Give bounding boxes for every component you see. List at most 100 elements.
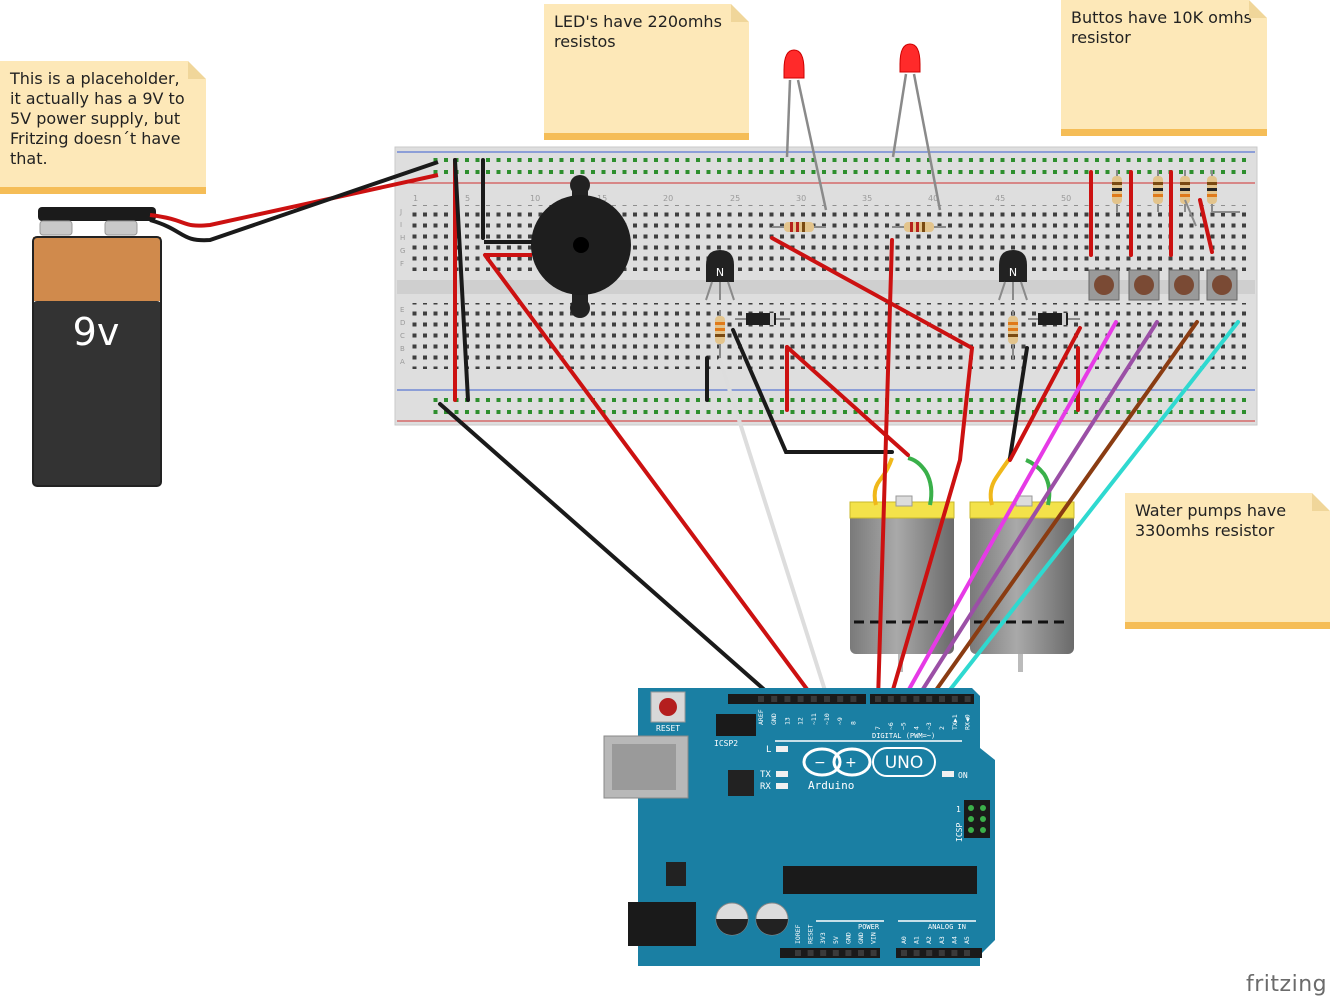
bb-col-50: 50 bbox=[1061, 194, 1071, 203]
battery-wire-red bbox=[149, 173, 439, 228]
digital-pin-label-2: 13 bbox=[783, 717, 791, 725]
power-pin-label-1: RESET bbox=[807, 924, 815, 944]
led-tx-label: TX bbox=[760, 770, 771, 780]
led-resistor-2 bbox=[892, 222, 946, 232]
uno-label: UNO bbox=[885, 753, 924, 773]
bb-row-c: C bbox=[400, 332, 405, 340]
bb-col-15: 15 bbox=[597, 194, 607, 203]
led-resistor-1 bbox=[772, 222, 826, 232]
digital-pin-label-13: 2 bbox=[938, 726, 946, 730]
analog-pin-label-1: A1 bbox=[913, 936, 921, 944]
on-label: ON bbox=[958, 771, 968, 780]
power-pin-label-socket-1 bbox=[807, 950, 814, 956]
fritzing-brand: fritzing bbox=[1246, 972, 1328, 997]
digital-pin-label-15: RX◀0 bbox=[964, 714, 972, 730]
bb-row-j: J bbox=[399, 208, 402, 216]
digital-pin-socket-15 bbox=[964, 696, 971, 702]
power-pin-label-6: VIN bbox=[870, 932, 878, 944]
note-led-resistors-text: LED's have 220omhs resistos bbox=[554, 12, 722, 51]
pump-resistor-2 bbox=[1008, 310, 1018, 360]
digital-pin-socket-13 bbox=[939, 696, 945, 702]
push-buttons bbox=[1088, 269, 1238, 301]
digital-pin-label-socket-7 bbox=[850, 696, 857, 702]
bb-col-30: 30 bbox=[796, 194, 806, 203]
power-pin-label-socket-3 bbox=[832, 950, 839, 956]
led-right bbox=[891, 43, 942, 211]
wires bbox=[438, 158, 1240, 702]
note-button-resistors-text: Buttos have 10K omhs resistor bbox=[1071, 8, 1253, 47]
bb-col-5: 5 bbox=[465, 194, 470, 203]
reset-label: RESET bbox=[656, 724, 680, 733]
icsp2-label: ICSP2 bbox=[714, 739, 738, 748]
analog-pin-socket-2 bbox=[926, 950, 933, 956]
bb-row-b: B bbox=[400, 345, 405, 353]
water-pump-1 bbox=[849, 456, 955, 672]
bb-col-10: 10 bbox=[530, 194, 540, 203]
note-pump-resistors: Water pumps have 330omhs resistor bbox=[1125, 493, 1330, 629]
svg-text:N: N bbox=[716, 266, 724, 279]
digital-pin-socket-8 bbox=[875, 696, 881, 702]
digital-pin-label-socket-6 bbox=[837, 696, 844, 702]
water-pump-2 bbox=[969, 456, 1075, 672]
bb-col-20: 20 bbox=[663, 194, 673, 203]
power-pin-label-socket-5 bbox=[858, 950, 864, 956]
digital-pin-socket-12 bbox=[926, 696, 933, 702]
analog-pin-socket-0 bbox=[901, 950, 907, 956]
note-pump-resistors-text: Water pumps have 330omhs resistor bbox=[1135, 501, 1287, 540]
power-pin-label-socket-4 bbox=[845, 950, 852, 956]
button-resistors bbox=[1112, 170, 1240, 227]
digital-pin-label-6: ~9 bbox=[836, 717, 844, 725]
bb-row-i: I bbox=[400, 221, 402, 229]
digital-pin-label-3: 12 bbox=[797, 717, 805, 725]
digital-pin-socket-9 bbox=[887, 696, 894, 702]
transistor-1: N bbox=[705, 250, 735, 301]
bb-col-40: 40 bbox=[928, 194, 938, 203]
bb-row-e: E bbox=[400, 306, 404, 314]
digital-label: DIGITAL (PWM=~) bbox=[872, 732, 935, 740]
icsp-label: ICSP bbox=[955, 823, 964, 842]
digital-pin-label-12: ~3 bbox=[925, 722, 933, 730]
note-power-supply-text: This is a placeholder, it actually has a… bbox=[10, 69, 185, 168]
bb-row-g: G bbox=[400, 247, 405, 255]
digital-pin-label-socket-2 bbox=[784, 696, 791, 702]
bb-row-f: F bbox=[400, 260, 404, 268]
led-left bbox=[783, 49, 828, 211]
digital-pin-label-1: GND bbox=[770, 713, 778, 725]
battery-label: 9v bbox=[73, 310, 120, 354]
analog-pin-label-2: A2 bbox=[925, 936, 933, 944]
svg-text:N: N bbox=[1009, 266, 1017, 279]
note-power-supply: This is a placeholder, it actually has a… bbox=[0, 61, 206, 194]
svg-text:+: + bbox=[845, 755, 857, 771]
diode-1 bbox=[735, 313, 790, 325]
power-label: POWER bbox=[858, 923, 880, 931]
piezo-buzzer bbox=[484, 175, 631, 318]
svg-text:1: 1 bbox=[956, 805, 961, 814]
diode-2 bbox=[1028, 313, 1080, 325]
svg-text:−: − bbox=[814, 755, 826, 771]
digital-pin-label-8: 7 bbox=[874, 726, 882, 730]
digital-pin-label-9: ~6 bbox=[887, 722, 895, 730]
digital-pin-label-socket-5 bbox=[824, 696, 830, 702]
power-pin-label-socket-6 bbox=[870, 950, 877, 956]
bb-row-h: H bbox=[400, 234, 405, 242]
analog-pin-label-5: A5 bbox=[963, 936, 971, 944]
digital-pin-label-socket-4 bbox=[810, 696, 817, 702]
led-l-label: L bbox=[766, 745, 771, 755]
digital-pin-label-14: TX▶1 bbox=[951, 714, 959, 730]
battery-wire-black bbox=[149, 160, 439, 243]
arduino-brand-label: Arduino bbox=[808, 779, 854, 792]
digital-pin-label-socket-0 bbox=[758, 696, 764, 702]
note-led-resistors: LED's have 220omhs resistos bbox=[544, 4, 749, 140]
bb-col-35: 35 bbox=[862, 194, 872, 203]
digital-pin-socket-10 bbox=[900, 696, 907, 702]
power-pin-label-4: GND bbox=[844, 932, 852, 944]
digital-pin-label-7: 8 bbox=[849, 721, 857, 725]
digital-pin-label-5: ~10 bbox=[823, 713, 831, 725]
digital-pin-socket-11 bbox=[913, 696, 920, 702]
power-pin-label-0: IOREF bbox=[794, 924, 802, 944]
power-pin-label-5: GND bbox=[857, 932, 865, 944]
bb-row-a: A bbox=[400, 358, 405, 366]
analog-pin-socket-3 bbox=[938, 950, 945, 956]
